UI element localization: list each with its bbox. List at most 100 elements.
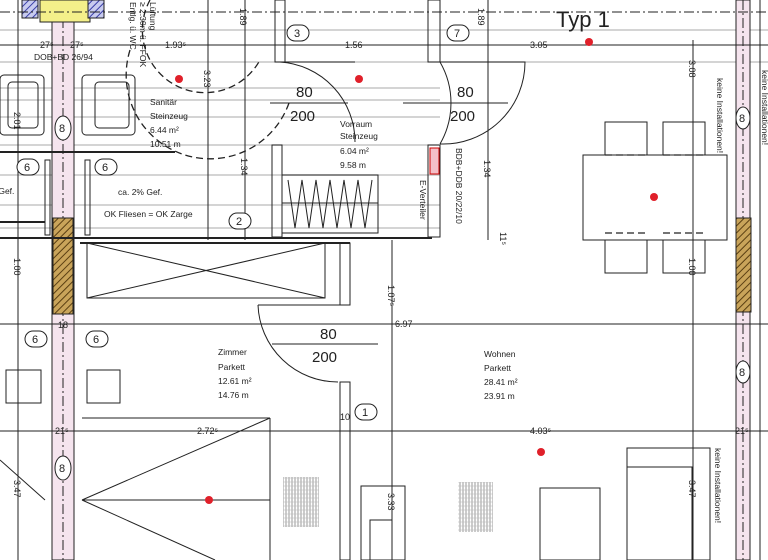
svg-text:ca. 2% Gef.: ca. 2% Gef. [0,186,14,196]
svg-text:4.03⁵: 4.03⁵ [530,426,552,436]
svg-text:8: 8 [739,367,745,379]
svg-text:2.72⁵: 2.72⁵ [197,426,219,436]
svg-text:80: 80 [457,84,474,101]
svg-text:1.00: 1.00 [687,258,697,276]
timber-column-right [735,217,752,313]
svg-text:3.47: 3.47 [12,480,22,498]
svg-text:Steinzeug: Steinzeug [340,131,378,141]
window-frame-left [21,0,39,19]
shelf-inner [369,519,393,560]
axis-bubble-8: 8 [735,360,751,384]
light-point-icon [175,75,183,83]
closet-hall [86,242,326,299]
svg-text:11⁵: 11⁵ [498,232,508,245]
svg-text:12.61 m²: 12.61 m² [218,376,252,386]
svg-text:3.23: 3.23 [202,70,212,88]
svg-text:≥ 2.30m ü. FFOK: ≥ 2.30m ü. FFOK [138,2,148,67]
svg-text:1.93⁵: 1.93⁵ [165,40,187,50]
svg-text:keine Installationen!: keine Installationen! [715,78,725,153]
svg-text:8: 8 [59,463,65,475]
sink-right [81,74,136,136]
window-frame-right [87,0,105,19]
light-point-icon [650,193,658,201]
svg-text:8: 8 [739,113,745,125]
svg-text:E-Verteiler: E-Verteiler [418,180,428,220]
svg-text:6: 6 [32,334,38,346]
svg-text:ca. 2% Gef.: ca. 2% Gef. [118,187,162,197]
marker-6: 6 [24,330,48,348]
svg-text:6: 6 [102,162,108,174]
svg-text:10: 10 [340,412,350,422]
svg-text:Steinzeug: Steinzeug [150,111,188,121]
svg-text:1.34: 1.34 [239,158,249,176]
svg-text:21⁵: 21⁵ [55,426,69,436]
svg-text:Sanitär: Sanitär [150,97,177,107]
svg-text:6.04 m²: 6.04 m² [340,146,369,156]
chair-left-b [86,369,121,404]
svg-text:6.97: 6.97 [395,319,413,329]
wc-swing-arc [125,49,291,160]
svg-text:7: 7 [454,28,460,40]
marker-6: 6 [16,158,40,176]
marker-2: 2 [228,212,252,230]
svg-text:200: 200 [450,108,475,125]
svg-text:80: 80 [320,326,337,343]
svg-text:keine Installationen!: keine Installationen! [760,70,768,145]
axis-bubble-8: 8 [54,115,72,141]
svg-text:23.91 m: 23.91 m [484,391,515,401]
svg-text:27⁵: 27⁵ [40,40,54,50]
light-point-icon [585,38,593,46]
svg-text:28.41 m²: 28.41 m² [484,377,518,387]
light-point-icon [537,448,545,456]
svg-text:Parkett: Parkett [484,363,512,373]
svg-text:Parkett: Parkett [218,362,246,372]
chair-left-a [5,369,42,404]
svg-text:10.51 m: 10.51 m [150,139,181,149]
svg-text:1.07⁵: 1.07⁵ [386,285,396,307]
svg-text:9.58 m: 9.58 m [340,160,366,170]
marker-7: 7 [446,24,470,42]
plan-title: Typ 1 [556,7,610,32]
door-swing-sanitaer [279,61,356,143]
svg-text:1.00: 1.00 [12,258,22,276]
svg-text:1.56: 1.56 [345,40,363,50]
svg-text:3.33: 3.33 [386,493,396,511]
svg-text:3: 3 [294,28,300,40]
svg-text:1.89: 1.89 [476,8,486,26]
wardrobe-zimmer [0,417,271,560]
svg-text:6: 6 [24,162,30,174]
sink-left [0,74,45,136]
axis-bubble-8: 8 [735,106,751,130]
svg-text:1.89: 1.89 [238,8,248,26]
marker-1: 1 [354,403,378,421]
svg-text:14.76 m: 14.76 m [218,390,249,400]
door-swing-zimmer [257,304,340,383]
armchair [539,487,601,560]
closet-vorraum [281,174,379,234]
svg-text:Zimmer: Zimmer [218,347,247,357]
marker-bubbles: 3 7 2 6 6 6 6 1 8 8 8 8 [16,24,751,481]
window [39,0,91,23]
timber-column-left [52,217,74,315]
svg-text:200: 200 [312,349,337,366]
svg-text:6: 6 [93,334,99,346]
e-verteiler-box [429,147,440,175]
svg-text:8: 8 [59,123,65,135]
svg-text:Vorraum: Vorraum [340,119,372,129]
svg-text:OK Fliesen = OK Zarge: OK Fliesen = OK Zarge [104,209,193,219]
light-point-icon [205,496,213,504]
axis-bubble-8: 8 [54,455,72,481]
radiator-zimmer [283,477,319,527]
shelf [360,485,406,560]
svg-text:6.44 m²: 6.44 m² [150,125,179,135]
dimension-labels: 27⁵ 27⁵ 1.93⁵ 1.56 3.05 6.97 18 2.72⁵ 4.… [12,8,749,511]
